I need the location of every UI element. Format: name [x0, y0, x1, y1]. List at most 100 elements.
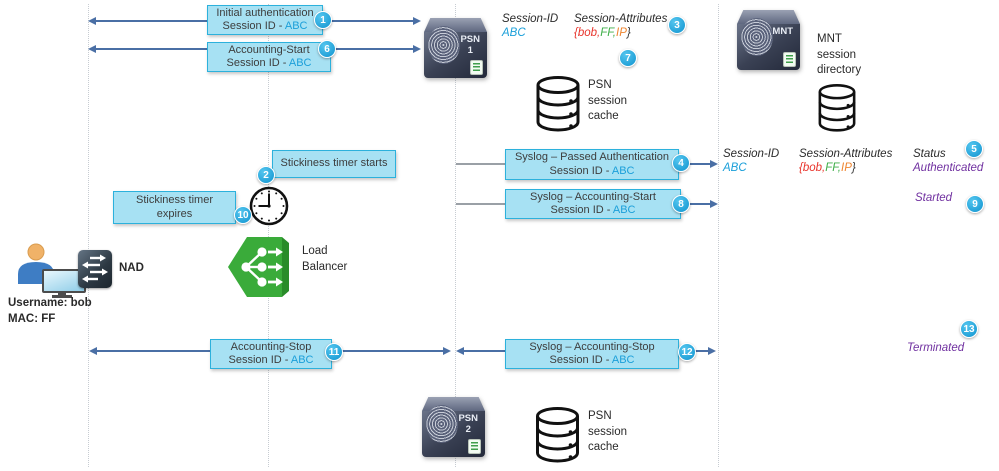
psn1-label: PSN 1 [460, 34, 480, 56]
session-id-value: ABC [612, 204, 636, 216]
message-stickiness-timer-expires: Stickiness timer expires [113, 191, 236, 224]
step-badge-1: 1 [314, 11, 332, 29]
document-icon [471, 61, 482, 74]
message-stickiness-timer-starts: Stickiness timer starts [272, 150, 396, 178]
step-badge-9: 9 [966, 195, 984, 213]
session-id-value: ABC [284, 20, 308, 32]
psn-session-cache-bottom-label: PSN session cache [588, 410, 627, 453]
lifeline-load-balancer [268, 4, 269, 467]
mnt-session-directory-icon [818, 84, 856, 132]
mnt-session-attributes-label: Session-Attributes [799, 148, 893, 160]
fingerprint-icon [428, 26, 460, 64]
mnt-label: MNT [772, 26, 793, 37]
step-badge-11: 11 [325, 343, 343, 361]
attr-mac: FF, [600, 27, 616, 39]
mnt-session-id-value: ABC [723, 162, 747, 174]
message-line1: Accounting-Start [228, 43, 310, 56]
message-line1: Initial authentication [216, 6, 314, 19]
arrow-line [688, 163, 710, 165]
message-line1: Syslog – Passed Authentication [514, 151, 670, 163]
message-accounting-stop: Accounting-Stop Session ID - ABC [210, 339, 332, 369]
document-icon [784, 53, 795, 66]
message-line2: expires [156, 207, 193, 220]
message-line1: Syslog – Accounting-Start [530, 190, 656, 203]
lifeline-psn [455, 4, 456, 467]
psn-session-id-label: Session-ID [502, 13, 559, 25]
attr-open-brace: { [799, 162, 803, 174]
psn-session-id-value: ABC [502, 27, 526, 39]
lifeline-nad [88, 4, 89, 467]
step-badge-3: 3 [668, 16, 686, 34]
status-terminated: Terminated [907, 342, 965, 354]
clock-icon [249, 186, 289, 226]
load-balancer-label: Load Balancer [302, 245, 348, 273]
session-id-value: ABC [288, 57, 312, 69]
arrow-line [688, 203, 710, 205]
message-syslog-accounting-stop: Syslog – Accounting-Stop Session ID - AB… [505, 339, 679, 369]
step-badge-13: 13 [960, 320, 978, 338]
message-line2: Session ID - ABC [222, 20, 308, 32]
step-badge-10: 10 [234, 206, 252, 224]
arrow-line [690, 350, 708, 352]
arrowhead-left [456, 346, 464, 355]
attr-close-brace: } [851, 162, 856, 174]
message-initial-authentication: Initial authentication Session ID - ABC [207, 5, 323, 35]
message-line2: Session ID - ABC [549, 164, 635, 177]
message-line1: Syslog – Accounting-Stop [529, 340, 655, 353]
fingerprint-icon [741, 18, 773, 56]
psn-session-cache-bottom-icon [536, 407, 579, 463]
attr-username: bob, [577, 27, 601, 39]
message-line2: Session ID - ABC [228, 354, 314, 366]
user-icon [18, 243, 54, 284]
load-balancer-icon [228, 237, 289, 297]
lifeline-mnt [718, 4, 719, 467]
attr-username: bob, [802, 162, 826, 174]
arrowhead-right [710, 159, 718, 168]
psn-session-cache-top-label: PSN session cache [588, 79, 627, 122]
attr-open-brace: { [574, 27, 578, 39]
status-authenticated: Authenticated [913, 162, 984, 174]
message-syslog-accounting-start: Syslog – Accounting-Start Session ID - A… [505, 189, 681, 219]
message-line1: Stickiness timer starts [280, 157, 388, 170]
psn-session-cache-top-icon [536, 76, 580, 132]
message-line2: Session ID - ABC [226, 57, 312, 69]
arrowhead-right [708, 346, 716, 355]
psn-session-attributes-value: {bob,FF,IP} [574, 27, 631, 39]
arrowhead-right [710, 199, 718, 208]
message-line1: Stickiness timer [135, 194, 214, 206]
arrowhead-left [89, 346, 97, 355]
message-line2: Session ID - ABC [550, 204, 636, 216]
endpoint-username: Username: bob [8, 297, 92, 309]
message-line1: Accounting-Stop [230, 340, 312, 353]
arrowhead-left [88, 44, 96, 53]
connector-line [456, 203, 505, 205]
step-badge-12: 12 [678, 343, 696, 361]
arrowhead-right [413, 44, 421, 53]
endpoint-mac: MAC: FF [8, 312, 56, 325]
message-accounting-start: Accounting-Start Session ID - ABC [207, 42, 331, 72]
session-id-value: ABC [611, 164, 635, 177]
mnt-session-id-label: Session-ID [723, 148, 780, 160]
arrowhead-right [443, 346, 451, 355]
psn-session-attributes-label: Session-Attributes [574, 13, 668, 25]
server-front-face: PSN 1 [424, 26, 487, 78]
step-badge-4: 4 [672, 154, 690, 172]
message-syslog-passed-authentication: Syslog – Passed Authentication Session I… [505, 149, 679, 180]
server-front-face: MNT [737, 18, 800, 70]
connector-line [456, 163, 505, 165]
step-badge-8: 8 [672, 195, 690, 213]
psn2-node: PSN 2 [422, 397, 485, 457]
fingerprint-icon [426, 405, 458, 443]
psn2-label: PSN 2 [458, 413, 478, 435]
step-badge-5: 5 [965, 140, 983, 158]
attr-ip: IP [616, 27, 627, 39]
step-badge-2: 2 [257, 166, 275, 184]
mnt-session-directory-label: MNT session directory [817, 33, 862, 76]
status-label: Status [913, 148, 946, 160]
message-line2: Session ID - ABC [549, 354, 635, 366]
attr-ip: IP [841, 162, 852, 174]
server-front-face: PSN 2 [422, 405, 485, 457]
session-id-value: ABC [611, 354, 635, 366]
